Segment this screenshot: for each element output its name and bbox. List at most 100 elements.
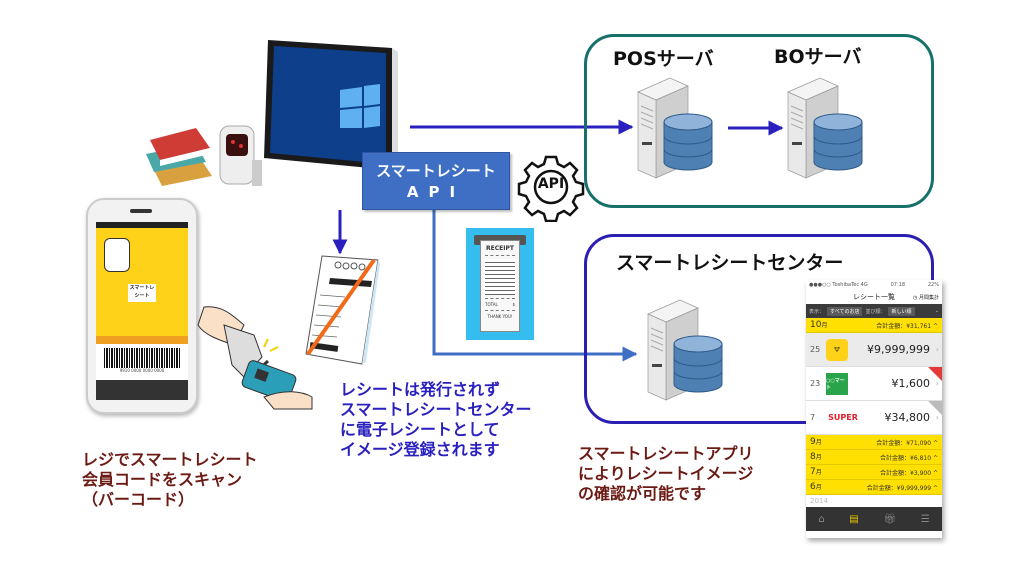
status-time: 07:18 — [890, 282, 906, 288]
pos-server-icon — [637, 77, 713, 179]
caption-scan: レジでスマートレシート 会員コードをスキャン （バーコード） — [82, 450, 258, 510]
barcode-scanner-icon — [219, 125, 262, 186]
tab-receipt-icon[interactable]: ▤ — [849, 513, 859, 525]
receipt-currency: $ — [512, 302, 515, 307]
api-gear-label: API — [537, 176, 565, 192]
pos-bo-group-box — [584, 34, 934, 208]
status-carrier: ●●●○○ ToshibaTec 4G — [809, 282, 868, 288]
month-total: 合計金額：¥3,900 — [880, 469, 932, 477]
center-label: スマートレシートセンター — [616, 252, 844, 274]
bo-server-icon — [787, 77, 863, 179]
monthly-summary-label: 月間集計 — [918, 294, 939, 301]
caption-app-view-line: によりレシートイメージ — [578, 464, 754, 483]
chevron-up-icon: ^ — [932, 322, 938, 330]
month-header[interactable]: 9月 合計金額：¥71,090 ^ — [806, 435, 942, 450]
chevron-down-icon[interactable]: ⌄ — [934, 308, 939, 314]
status-battery: 22% — [927, 282, 939, 288]
receipt-thanks: THANK YOU! — [487, 314, 513, 319]
receipt-row[interactable]: 7 SUPER ¥34,800 › — [806, 401, 942, 435]
month-header[interactable]: 10月 合計金額：¥31,761 ^ — [806, 318, 942, 333]
receipt-row[interactable]: 23 ○○マート ¥1,600 › — [806, 367, 942, 401]
badge-corner — [928, 401, 942, 415]
receipt-amount: ¥34,800 — [884, 411, 931, 424]
receipt-row[interactable]: 25 🐮 ¥9,999,999 › — [806, 333, 942, 367]
caption-no-paper-line: イメージ登録されます — [340, 440, 500, 459]
books-icon — [146, 128, 212, 186]
chevron-up-icon: ^ — [932, 454, 938, 462]
receipt-total-label: TOTAL — [485, 302, 498, 307]
month-number: 7 — [810, 467, 816, 477]
month-number: 10 — [810, 320, 822, 330]
scanning-smartphone-illustration — [197, 306, 313, 410]
month-total: 合計金額：¥71,090 — [876, 439, 932, 447]
store-logo: ○○マート — [826, 372, 848, 395]
receipt-title: RECEIPT — [486, 245, 514, 252]
pos-hardware-illustration — [146, 40, 398, 186]
month-number: 8 — [810, 452, 816, 462]
barcode — [104, 348, 180, 368]
smart-receipt-api-box: スマートレシート API — [362, 152, 510, 210]
center-server-icon — [647, 299, 723, 401]
mascot-icon — [104, 238, 130, 272]
arrow-api-to-center — [432, 210, 638, 362]
api-gear-icon: API — [516, 152, 586, 223]
card-title: スマートレシート — [128, 284, 156, 302]
month-number: 9 — [810, 437, 816, 447]
chevron-right-icon: › — [935, 413, 939, 422]
bottom-tab-bar: ⌂ ▤ 🎁︎ ☰ — [806, 507, 942, 531]
caption-no-paper-line: スマートレシートセンター — [340, 400, 532, 419]
month-header[interactable]: 8月 合計金額：¥6,810 ^ — [806, 450, 942, 465]
month-unit: 月 — [815, 439, 822, 446]
new-badge-corner — [928, 367, 942, 381]
tab-gift-icon[interactable]: 🎁︎ — [883, 513, 897, 525]
caption-no-paper-line: レシートは発行されず — [340, 380, 501, 399]
sort-order-select[interactable]: 新しい順 — [888, 306, 915, 316]
sort-label: 並び順： — [865, 308, 886, 315]
filter-label: 表示： — [809, 308, 825, 315]
month-unit: 月 — [815, 454, 822, 461]
database-icon — [663, 113, 713, 171]
month-header[interactable]: 7月 合計金額：¥3,900 ^ — [806, 465, 942, 480]
monthly-summary-button[interactable]: ◷ 月間集計 — [913, 294, 939, 301]
chevron-up-icon: ^ — [932, 469, 938, 477]
barcode-number: 9910 0000 0000 0000 — [119, 368, 165, 373]
database-icon — [813, 113, 863, 171]
chevron-up-icon: ^ — [932, 484, 938, 492]
cross-out-line — [306, 258, 376, 356]
caption-scan-line: （バーコード） — [82, 490, 195, 509]
pos-monitor-icon — [264, 40, 398, 172]
year-divider: 2014 — [806, 495, 942, 507]
caption-scan-line: 会員コードをスキャン — [82, 470, 243, 489]
caption-app-view-line: スマートレシートアプリ — [578, 444, 754, 463]
month-unit: 月 — [815, 469, 822, 476]
month-unit: 月 — [821, 322, 828, 329]
caption-app-view: スマートレシートアプリ によりレシートイメージ の確認が可能です — [578, 444, 754, 504]
receipt-day: 23 — [810, 379, 821, 388]
caption-no-paper: レシートは発行されず スマートレシートセンター に電子レシートとして イメージ登… — [340, 380, 532, 460]
month-total: 合計金額：¥9,999,999 — [866, 484, 932, 492]
chevron-up-icon: ^ — [932, 439, 938, 447]
month-header[interactable]: 6月 合計金額：¥9,999,999 ^ — [806, 480, 942, 495]
store-logo-cow-icon: 🐮 — [826, 338, 848, 361]
store-filter-select[interactable]: すべてのお店 — [827, 306, 863, 316]
app-title: レシート一覧 — [853, 293, 895, 301]
caption-no-paper-line: に電子レシートとして — [340, 420, 500, 439]
api-box-title: スマートレシート — [376, 162, 496, 180]
month-unit: 月 — [815, 484, 822, 491]
digital-receipt-icon: RECEIPT TOTAL $ THANK YOU! — [466, 228, 534, 340]
receipt-day: 25 — [810, 345, 821, 354]
tab-settings-icon[interactable]: ☰ — [920, 513, 930, 525]
bo-server-label: BOサーバ — [774, 46, 862, 68]
database-icon — [673, 335, 723, 393]
month-number: 6 — [810, 482, 816, 492]
month-total: 合計金額：¥31,761 — [876, 322, 932, 330]
member-app-phone: スマートレシート 9910 0000 0000 0000 — [86, 198, 198, 414]
receipt-day: 7 — [810, 413, 816, 422]
tab-home-icon[interactable]: ⌂ — [818, 513, 825, 525]
store-logo: SUPER — [828, 413, 858, 422]
caption-scan-line: レジでスマートレシート — [82, 450, 258, 469]
pos-server-label: POSサーバ — [613, 48, 714, 70]
status-bar: ●●●○○ ToshibaTec 4G 07:18 22% — [806, 280, 942, 290]
caption-app-view-line: の確認が可能です — [578, 484, 707, 503]
